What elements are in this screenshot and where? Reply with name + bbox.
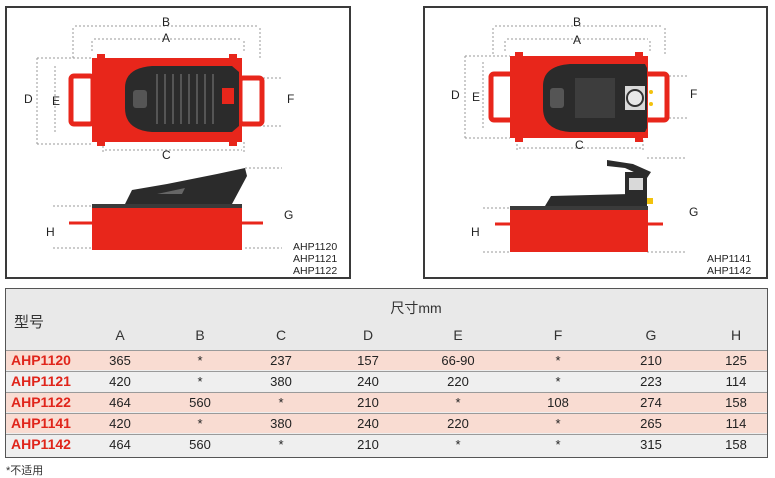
col-header-h: H <box>730 327 742 343</box>
dim-label-e: E <box>472 90 481 104</box>
type-column-header: 型号 <box>14 314 45 331</box>
dimensions-table: 型号 尺寸mm A B C D E F G H AHP1120 365 * 237 15… <box>5 288 768 458</box>
table-cell: 158 <box>725 437 747 452</box>
col-header-b: B <box>195 327 205 343</box>
table-cell: * <box>197 353 203 368</box>
table-cell: 560 <box>189 437 211 452</box>
col-header-g: G <box>645 327 657 343</box>
footnote: *不适用 <box>6 465 44 477</box>
diagram-panel-right: B A D E F C G H AHP1141 AHP1142 <box>423 6 768 279</box>
model-name: AHP1142 <box>707 265 752 277</box>
table-cell: * <box>278 395 284 410</box>
dim-label-c: C <box>162 148 171 162</box>
model-name: AHP1121 <box>293 253 338 265</box>
foot-pedal-side <box>545 194 647 206</box>
dim-label-h: H <box>471 225 480 239</box>
model-cell: AHP1142 <box>11 436 71 452</box>
table-cell: * <box>555 353 561 368</box>
pump-body-side <box>92 206 242 250</box>
table-cell: 420 <box>109 374 131 389</box>
dim-label-e: E <box>52 94 61 108</box>
dim-label-g: G <box>689 205 699 219</box>
table-row: AHP1120 365 * 237 157 66-90 * 210 125 <box>6 350 767 370</box>
dim-label-f: F <box>690 87 698 101</box>
table-row: AHP1142 464 560 * 210 * * 315 158 <box>6 434 767 454</box>
release-lever <box>607 160 651 178</box>
dim-label-c: C <box>575 138 584 152</box>
handle-left <box>488 71 516 123</box>
pump-drawing-right <box>464 25 687 253</box>
table-cell: 125 <box>725 353 747 368</box>
table-header: 型号 尺寸mm A B C D E F G H <box>6 289 767 350</box>
model-list-right: AHP1141 AHP1142 <box>707 253 751 277</box>
model-list-left: AHP1120 AHP1121 AHP1122 <box>293 241 337 277</box>
table-cell: 380 <box>270 374 292 389</box>
table-cell: 210 <box>357 437 379 452</box>
table-cell: 237 <box>270 353 292 368</box>
col-header-e: E <box>453 327 463 343</box>
dim-label-h: H <box>46 225 55 239</box>
table-cell: * <box>455 437 461 452</box>
dim-label-g: G <box>284 208 294 222</box>
table-cell: 220 <box>447 416 469 431</box>
table-cell: 108 <box>547 395 569 410</box>
handle-right <box>642 71 670 123</box>
dim-label-d: D <box>451 88 460 102</box>
model-cell: AHP1122 <box>11 394 71 410</box>
table-cell: 114 <box>725 416 747 431</box>
table-cell: 315 <box>640 437 662 452</box>
table-cell: 240 <box>357 374 379 389</box>
table-cell: 365 <box>109 353 131 368</box>
dim-label-a: A <box>162 31 171 45</box>
table-cell: 220 <box>447 374 469 389</box>
dim-label-b: B <box>573 15 582 29</box>
dim-label-b: B <box>162 15 171 29</box>
table-row: AHP1141 420 * 380 240 220 * 265 114 <box>6 413 767 433</box>
table-cell: 420 <box>109 416 131 431</box>
dimensions-unit-header: 尺寸mm <box>390 300 442 316</box>
table-cell: 240 <box>357 416 379 431</box>
pump-body-side <box>510 208 648 252</box>
table-cell: * <box>555 374 561 389</box>
col-header-a: A <box>115 327 125 343</box>
table-row: AHP1121 420 * 380 240 220 * 223 114 <box>6 371 767 391</box>
table-cell: 265 <box>640 416 662 431</box>
dim-label-d: D <box>24 92 33 106</box>
table-cell: * <box>555 437 561 452</box>
table-cell: 158 <box>725 395 747 410</box>
table-cell: 223 <box>640 374 662 389</box>
model-cell: AHP1120 <box>11 352 71 368</box>
table-cell: 560 <box>189 395 211 410</box>
table-row: AHP1122 464 560 * 210 * 108 274 158 <box>6 392 767 412</box>
table-cell: 464 <box>109 395 131 410</box>
table-cell: * <box>197 416 203 431</box>
dim-label-f: F <box>287 92 295 106</box>
table-cell: 210 <box>357 395 379 410</box>
table-cell: 464 <box>109 437 131 452</box>
table-cell: 274 <box>640 395 662 410</box>
model-name: AHP1122 <box>293 265 338 277</box>
model-cell: AHP1121 <box>11 373 71 389</box>
foot-pedal-side <box>125 168 247 204</box>
table-cell: 210 <box>640 353 662 368</box>
handle-right <box>237 75 265 127</box>
model-cell: AHP1141 <box>11 415 71 431</box>
col-header-c: C <box>275 327 287 343</box>
table-cell: 114 <box>725 374 747 389</box>
handle-left <box>68 73 96 127</box>
col-header-f: F <box>553 327 563 343</box>
table-cell: * <box>197 374 203 389</box>
table-cell: 380 <box>270 416 292 431</box>
model-name: AHP1141 <box>707 253 752 265</box>
table-cell: * <box>455 395 461 410</box>
table-cell: 157 <box>357 353 379 368</box>
table-cell: 66-90 <box>441 353 475 368</box>
pump-drawing-left <box>36 25 283 250</box>
col-header-d: D <box>362 327 374 343</box>
table-cell: * <box>555 416 561 431</box>
dim-label-a: A <box>573 33 582 47</box>
table-cell: * <box>278 437 284 452</box>
diagram-panel-left: B A D E F C G H AHP1120 AHP1121 AHP1122 <box>5 6 351 279</box>
model-name: AHP1120 <box>293 241 338 253</box>
